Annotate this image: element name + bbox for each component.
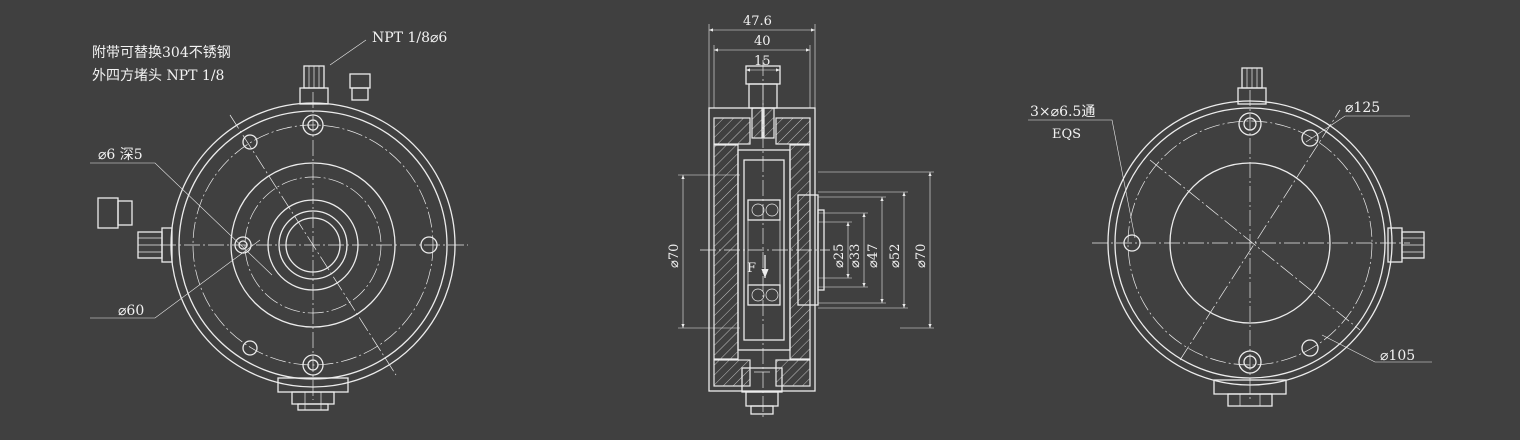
pcd-125-label: ⌀125 [1345,100,1380,116]
square-plug-left [97,197,133,229]
eqs-label: EQS [1052,127,1081,142]
spring-element [747,199,781,306]
rear-view: 3×⌀6.5通 EQS ⌀125 ⌀105 [1028,67,1432,407]
section-view: 47.6 40 15 [667,14,934,420]
square-plug-top [349,73,371,101]
force-label: F [747,261,756,276]
front-note-line2: 外四方堵头 NPT 1/8 [92,68,224,84]
section-bottom-connector [741,367,783,415]
pcd-105-label: ⌀105 [1380,348,1415,364]
front-note-line1: 附带可替换304不锈钢 [92,44,231,61]
dim-dia-47: ⌀47 [866,244,881,268]
top-port-fitting [299,65,329,105]
dim-width-15: 15 [754,54,771,69]
dim-dia-70: ⌀70 [914,244,929,268]
right-diameter-dimensions [818,171,934,329]
right-wall-section [789,144,811,360]
dim-dia-33: ⌀33 [848,244,863,268]
pcd-60-label: ⌀60 [118,303,144,319]
rear-right-fitting [1387,227,1425,263]
dim-width-47-6: 47.6 [743,14,772,29]
dim-dia-25: ⌀25 [832,244,847,268]
front-view: 附带可替换304不锈钢 外四方堵头 NPT 1/8 NPT 1/8⌀6 ⌀6 深… [90,30,468,411]
hole-depth-label: ⌀6 深5 [98,147,143,163]
rear-top-fitting [1237,67,1267,105]
dim-left-dia-70: ⌀70 [667,244,682,268]
dim-dia-52: ⌀52 [888,244,903,268]
dim-width-40: 40 [754,34,771,49]
left-wall-section [713,144,739,360]
section-housing-outline [708,107,816,392]
through-holes-label: 3×⌀6.5通 [1030,104,1095,120]
port-thread-label: NPT 1/8⌀6 [372,30,447,46]
